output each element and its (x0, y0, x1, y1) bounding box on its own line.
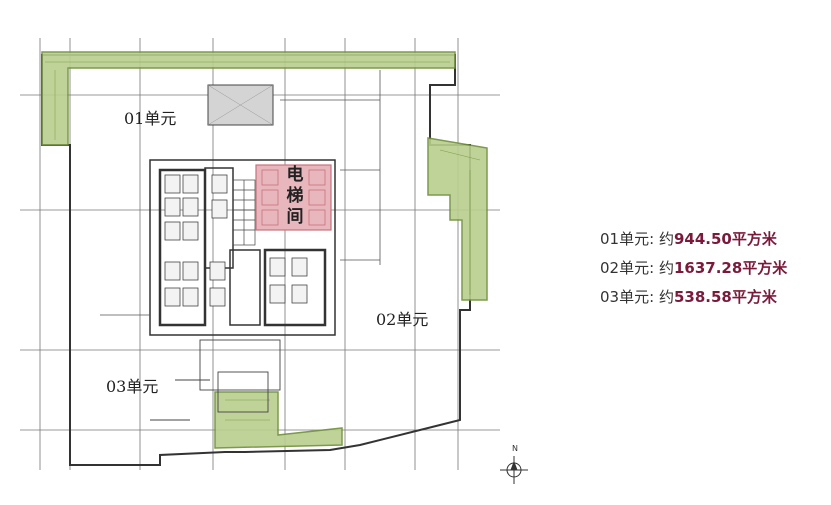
elevator-label-char: 梯 (286, 186, 304, 206)
stair (232, 179, 256, 246)
legend-row-02: 02单元: 约1637.28平方米 (600, 257, 787, 286)
north-label: N (512, 444, 518, 453)
legend-prefix: 约 (658, 288, 674, 306)
core-rooms (164, 174, 308, 307)
elevator-label: 电 梯 间 (285, 165, 305, 228)
unit-01-label: 01单元 (124, 109, 177, 128)
unit-02-label: 02单元 (376, 310, 429, 329)
elevator-label-char: 电 (286, 165, 304, 185)
legend-area-value: 944.50平方米 (673, 230, 777, 248)
elevator-hall (255, 164, 332, 231)
partitions (100, 70, 381, 316)
elevator-label-char: 间 (286, 207, 304, 227)
lower-corridor (150, 339, 281, 421)
legend-unit-name: 03单元: (600, 288, 655, 306)
area-legend: 01单元: 约944.50平方米 02单元: 约1637.28平方米 03单元:… (600, 228, 787, 315)
north-arrow-icon (500, 456, 528, 484)
legend-row-01: 01单元: 约944.50平方米 (600, 228, 787, 257)
green-terraces (41, 51, 488, 449)
unit-03-label: 03单元 (106, 377, 159, 396)
legend-area-value: 538.58平方米 (673, 288, 777, 306)
legend-row-03: 03单元: 约538.58平方米 (600, 286, 787, 315)
legend-prefix: 约 (658, 230, 674, 248)
legend-prefix: 约 (658, 259, 674, 277)
shaft (207, 84, 274, 126)
legend-unit-name: 01单元: (600, 230, 655, 248)
legend-area-value: 1637.28平方米 (673, 259, 788, 277)
legend-unit-name: 02单元: (600, 259, 655, 277)
green-hatch (45, 61, 481, 421)
